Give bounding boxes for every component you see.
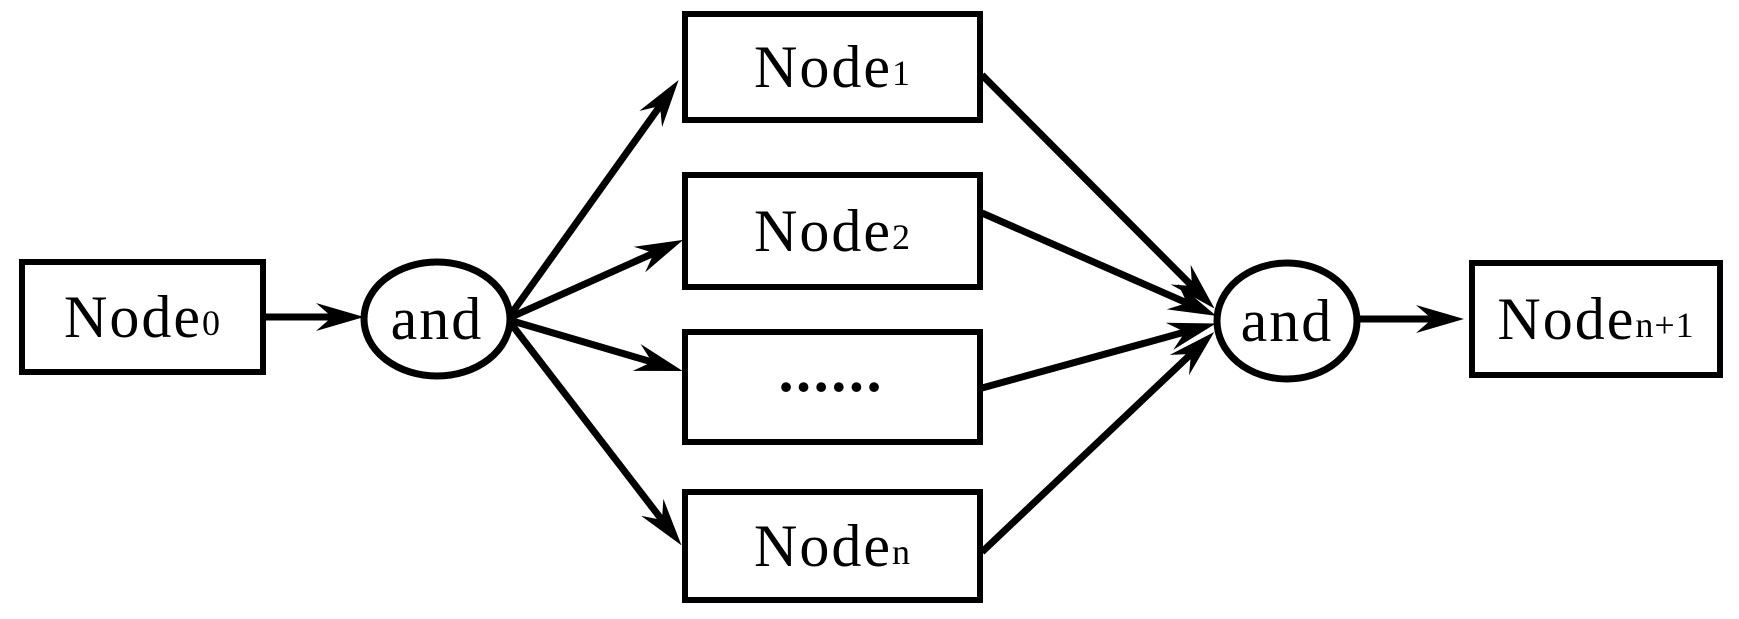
edge-and-left-to-node-n — [506, 318, 682, 546]
edge-and-left-to-dots — [508, 316, 683, 372]
node-n1-box — [1469, 260, 1723, 378]
and-left-ellipse — [360, 258, 514, 380]
node1-box — [682, 11, 983, 123]
edge-dots-to-and-right — [981, 322, 1216, 392]
node2-box — [682, 172, 983, 290]
edge-node1-to-and-right — [979, 72, 1215, 309]
edge-and-left-to-node2 — [507, 239, 684, 322]
node-n-box — [682, 489, 983, 603]
and-right-ellipse — [1213, 259, 1361, 383]
edge-node-n-to-and-right — [979, 331, 1215, 555]
node0-box — [19, 259, 266, 375]
edge-node2-to-and-right — [980, 209, 1217, 316]
edge-and-left-to-node1 — [506, 79, 679, 320]
dots-box — [682, 329, 983, 445]
